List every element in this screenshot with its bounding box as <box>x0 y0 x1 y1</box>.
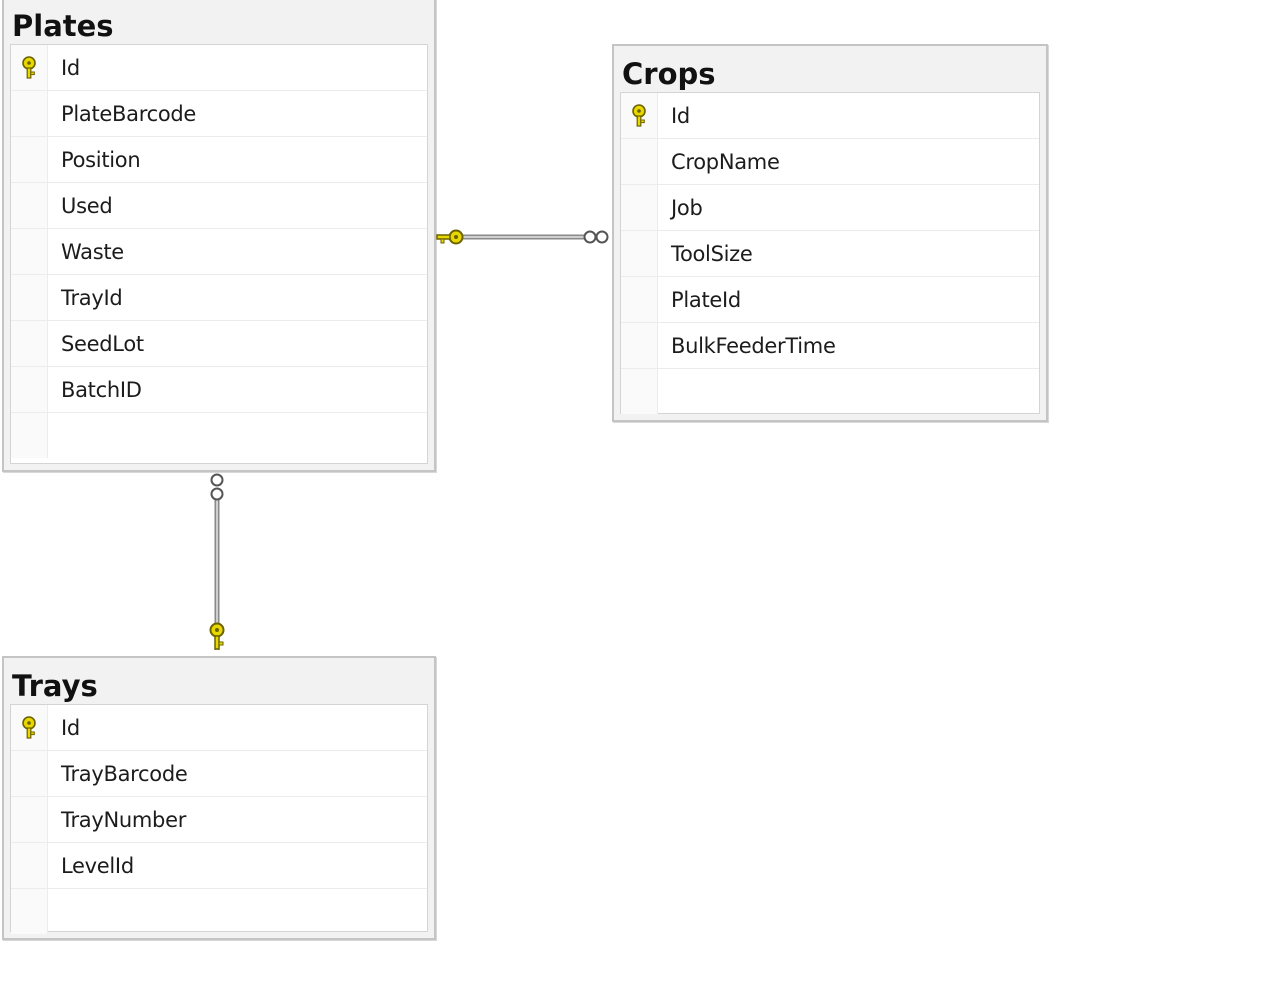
key-slot <box>621 139 658 184</box>
trays-table[interactable]: Trays Id TrayBarcode TrayNumber LevelId <box>2 656 436 940</box>
key-slot <box>621 323 658 368</box>
table-row[interactable]: BatchID <box>11 367 427 413</box>
column-name: Position <box>61 148 141 172</box>
table-row[interactable]: ToolSize <box>621 231 1039 277</box>
relationship-plates-crops[interactable] <box>436 229 609 245</box>
key-slot <box>11 797 48 842</box>
column-name: BatchID <box>61 378 142 402</box>
key-slot <box>11 321 48 366</box>
key-slot <box>11 137 48 182</box>
key-slot <box>621 277 658 322</box>
table-row[interactable]: TrayNumber <box>11 797 427 843</box>
key-slot <box>11 183 48 228</box>
plates-columns: Id PlateBarcode Position Used Waste Tray… <box>10 44 428 464</box>
key-slot <box>621 369 658 414</box>
key-slot <box>11 751 48 796</box>
table-row[interactable]: SeedLot <box>11 321 427 367</box>
column-name: Waste <box>61 240 124 264</box>
column-name: SeedLot <box>61 332 144 356</box>
column-name: TrayNumber <box>61 808 187 832</box>
empty-new-row[interactable] <box>621 369 1039 415</box>
table-row[interactable]: TrayId <box>11 275 427 321</box>
key-slot <box>11 843 48 888</box>
table-row[interactable]: LevelId <box>11 843 427 889</box>
many-end-infinity-icon <box>210 473 224 501</box>
key-slot <box>11 275 48 320</box>
column-name: PlateId <box>671 288 741 312</box>
key-slot <box>11 705 48 750</box>
table-row[interactable]: Id <box>621 93 1039 139</box>
key-slot <box>11 889 48 934</box>
table-row[interactable]: Used <box>11 183 427 229</box>
table-row[interactable]: PlateBarcode <box>11 91 427 137</box>
key-slot <box>11 413 48 458</box>
table-row[interactable]: Id <box>11 705 427 751</box>
column-name: TrayBarcode <box>61 762 188 786</box>
table-row[interactable]: TrayBarcode <box>11 751 427 797</box>
table-row[interactable]: Position <box>11 137 427 183</box>
table-row[interactable]: CropName <box>621 139 1039 185</box>
trays-columns: Id TrayBarcode TrayNumber LevelId <box>10 704 428 935</box>
key-slot <box>11 91 48 136</box>
column-name: Job <box>671 196 703 220</box>
column-name: LevelId <box>61 854 134 878</box>
one-end-key-icon <box>436 229 464 245</box>
key-slot <box>621 231 658 276</box>
column-name: BulkFeederTime <box>671 334 836 358</box>
column-name: TrayId <box>61 286 123 310</box>
column-name: Id <box>61 56 80 80</box>
table-row[interactable]: Waste <box>11 229 427 275</box>
primary-key-icon <box>629 103 649 128</box>
empty-new-row[interactable] <box>11 889 427 935</box>
key-slot <box>621 185 658 230</box>
many-end-infinity-icon <box>583 230 609 244</box>
key-slot <box>11 229 48 274</box>
column-name: Used <box>61 194 113 218</box>
one-end-key-icon <box>209 622 225 650</box>
table-row[interactable]: PlateId <box>621 277 1039 323</box>
key-slot <box>11 367 48 412</box>
table-row[interactable]: BulkFeederTime <box>621 323 1039 369</box>
primary-key-icon <box>19 55 39 80</box>
crops-columns: Id CropName Job ToolSize PlateId BulkFee… <box>620 92 1040 414</box>
table-row[interactable]: Job <box>621 185 1039 231</box>
crops-table[interactable]: Crops Id CropName Job ToolSize PlateId B… <box>612 44 1048 422</box>
column-name: PlateBarcode <box>61 102 197 126</box>
column-name: ToolSize <box>671 242 753 266</box>
table-row[interactable]: Id <box>11 45 427 91</box>
key-slot <box>621 93 658 138</box>
empty-new-row[interactable] <box>11 413 427 459</box>
plates-title: Plates <box>12 9 114 43</box>
column-name: CropName <box>671 150 780 174</box>
key-slot <box>11 45 48 90</box>
crops-title: Crops <box>622 57 716 91</box>
trays-title: Trays <box>12 669 98 703</box>
relationship-plates-trays[interactable] <box>209 473 225 651</box>
primary-key-icon <box>19 715 39 740</box>
column-name: Id <box>61 716 80 740</box>
column-name: Id <box>671 104 690 128</box>
plates-table[interactable]: Plates Id PlateBarcode Position Used Was… <box>2 0 436 472</box>
